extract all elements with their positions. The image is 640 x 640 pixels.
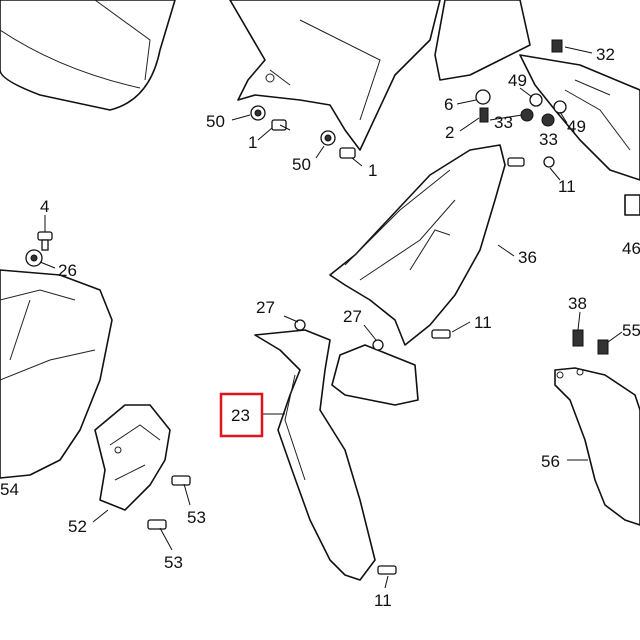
callout-49a: 49 [508, 71, 527, 90]
bolt-1b-icon [339, 147, 356, 159]
callout-53a: 53 [187, 508, 206, 527]
bolt-27b-icon [372, 339, 384, 351]
callout-49b: 49 [567, 117, 586, 136]
bolt-11c-icon [377, 565, 397, 575]
bolt-53b-icon [147, 519, 167, 530]
callout-52: 52 [68, 517, 87, 536]
nut-33b-icon [541, 113, 555, 127]
highlight-box-23 [219, 392, 264, 438]
washer-50b-icon [320, 130, 336, 146]
rear-frame-part [229, 0, 441, 151]
nut-26-icon [25, 249, 43, 267]
bolt-11b-icon [431, 329, 451, 339]
callout-36: 36 [518, 248, 537, 267]
bolt-55-icon [597, 339, 609, 355]
callout-1b: 1 [368, 161, 377, 180]
callout-1a: 1 [248, 133, 257, 152]
bolt-32-icon [551, 39, 563, 53]
callout-27a: 27 [256, 298, 275, 317]
callout-38: 38 [568, 294, 587, 313]
tank-part-54 [0, 269, 113, 479]
callout-53b: 53 [164, 553, 183, 572]
callout-55: 55 [622, 321, 640, 340]
seat-part [0, 0, 176, 111]
shroud-part-23 [254, 329, 419, 581]
callout-50a: 50 [206, 112, 225, 131]
callout-32: 32 [596, 45, 615, 64]
callout-46: 46 [622, 239, 640, 258]
callout-56: 56 [541, 452, 560, 471]
side-cover-part-36 [329, 144, 506, 346]
bolt-4-icon [37, 231, 53, 251]
callout-labels: 50 1 50 1 4 26 6 2 32 49 49 33 33 11 36 … [0, 45, 640, 610]
tail-bracket-part [434, 0, 640, 216]
bolt-53a-icon [171, 475, 191, 486]
bolt-1a-icon [271, 119, 291, 131]
callout-6: 6 [444, 95, 453, 114]
callout-11c: 11 [374, 591, 392, 610]
nut-33a-icon [520, 108, 534, 122]
callout-11b: 11 [474, 313, 492, 332]
washer-49a-icon [529, 93, 543, 107]
callout-11a: 11 [558, 177, 576, 196]
washer-50a-icon [250, 105, 266, 121]
leader-lines [39, 46, 623, 589]
washer-49b-icon [553, 100, 567, 114]
mudguard-part-56 [554, 367, 640, 526]
chain-guard-part-52 [94, 404, 171, 511]
bolt-2-icon [479, 107, 489, 123]
callout-33a: 33 [494, 113, 513, 132]
callout-33b: 33 [539, 130, 558, 149]
bolt-27a-icon [294, 319, 306, 331]
bolt-11a-icon [507, 156, 555, 168]
callout-26: 26 [58, 261, 77, 280]
bolt-38-icon [572, 329, 584, 347]
hardware [25, 39, 609, 575]
nut-6-icon [475, 89, 491, 105]
callout-50b: 50 [292, 155, 311, 174]
callout-54: 54 [0, 480, 19, 499]
callout-2: 2 [445, 123, 454, 142]
callout-23: 23 [231, 406, 250, 425]
callout-4: 4 [40, 197, 49, 216]
callout-27b: 27 [343, 307, 362, 326]
